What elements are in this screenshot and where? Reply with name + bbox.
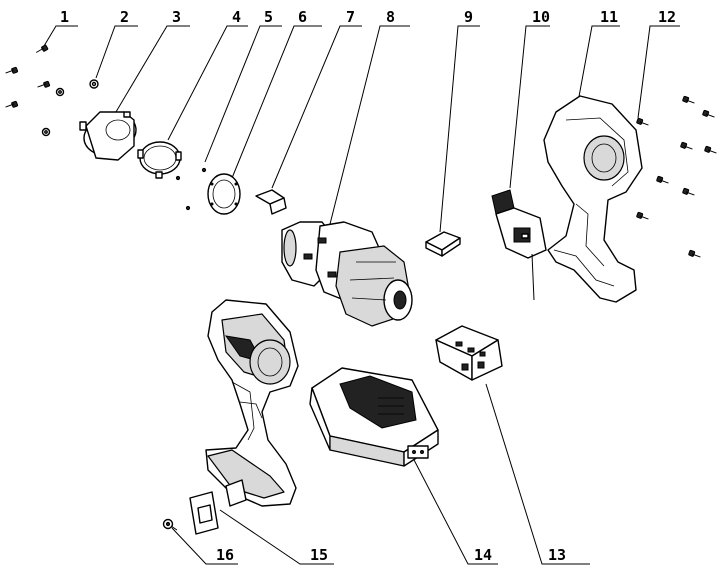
callout-label-1: 1 xyxy=(60,8,69,26)
nut-part xyxy=(89,79,99,89)
screw-cluster-left xyxy=(5,44,65,137)
callout-label-12: 12 xyxy=(658,8,676,26)
belt-clip-part xyxy=(189,479,247,535)
callout-label-16: 16 xyxy=(216,546,234,564)
callout-1: 1 xyxy=(43,8,78,47)
callout-label-7: 7 xyxy=(346,8,355,26)
callout-4: 4 xyxy=(167,8,248,141)
callout-12: 12 xyxy=(637,8,680,119)
callout-label-4: 4 xyxy=(232,8,241,26)
callout-8: 8 xyxy=(327,8,410,233)
callout-label-2: 2 xyxy=(120,8,129,26)
front-collar-part xyxy=(79,111,137,161)
callout-16: 16 xyxy=(171,527,238,565)
callout-9: 9 xyxy=(439,8,480,233)
terminal-block-part xyxy=(435,325,503,381)
callout-13: 13 xyxy=(485,383,590,565)
clip-ring-part xyxy=(137,141,182,179)
motor-gearbox-part xyxy=(281,221,413,327)
callout-label-6: 6 xyxy=(298,8,307,26)
callout-14: 14 xyxy=(411,455,498,565)
callout-label-9: 9 xyxy=(464,8,473,26)
callout-label-15: 15 xyxy=(310,546,328,564)
callout-label-11: 11 xyxy=(600,8,618,26)
callout-11: 11 xyxy=(577,8,620,103)
callout-2: 2 xyxy=(95,8,138,79)
callout-3: 3 xyxy=(109,8,190,123)
left-housing-part xyxy=(205,299,299,507)
callout-label-5: 5 xyxy=(264,8,273,26)
callout-7: 7 xyxy=(271,8,362,189)
switch-button-part xyxy=(425,231,461,257)
small-clip-part xyxy=(255,189,287,215)
battery-pack-part xyxy=(309,367,439,467)
callout-5: 5 xyxy=(204,8,282,163)
callout-label-10: 10 xyxy=(532,8,550,26)
ball-parts xyxy=(175,167,207,211)
right-housing-part xyxy=(543,95,643,303)
callout-label-3: 3 xyxy=(172,8,181,26)
callout-label-13: 13 xyxy=(548,546,566,564)
callout-10: 10 xyxy=(509,8,550,189)
callout-15: 15 xyxy=(219,509,334,565)
callout-label-14: 14 xyxy=(474,546,492,564)
screw-cluster-right xyxy=(636,95,717,258)
trigger-switch-part xyxy=(491,189,547,301)
screw-part-16 xyxy=(162,518,178,531)
callout-label-8: 8 xyxy=(386,8,395,26)
washer-ring-part xyxy=(207,173,241,215)
callout-6: 6 xyxy=(231,8,322,179)
